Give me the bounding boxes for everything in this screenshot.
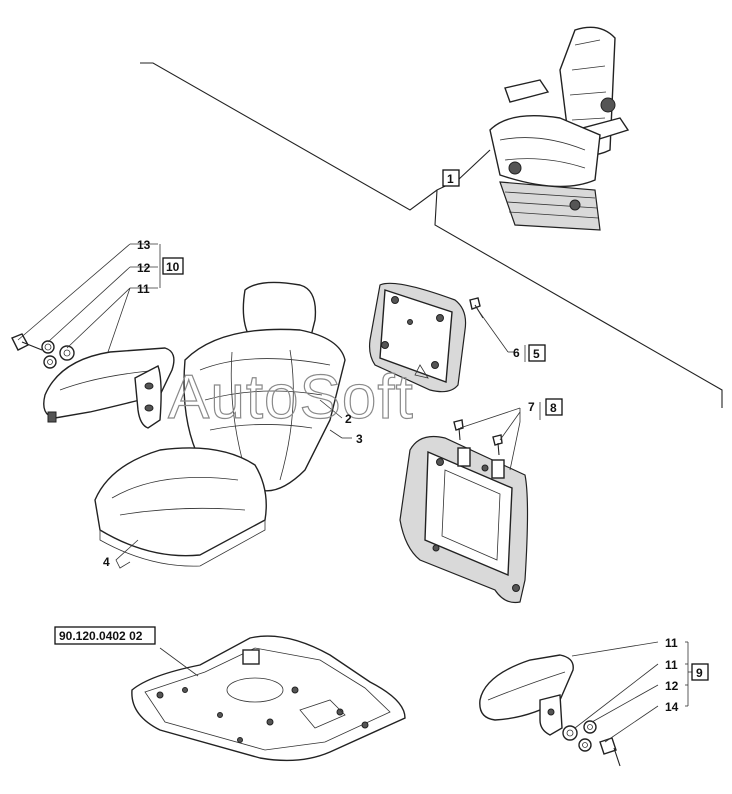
callout-12-left: 12 xyxy=(137,261,151,275)
callout-2: 2 xyxy=(345,412,352,426)
callout-3: 3 xyxy=(356,432,363,446)
callout-11-right-a: 11 xyxy=(665,636,678,650)
right-armrest-fasteners xyxy=(562,720,621,767)
callout-8: 8 xyxy=(545,398,563,416)
left-armrest-fasteners xyxy=(11,333,75,369)
left-armrest-leaders xyxy=(17,243,161,353)
callout-10: 10 xyxy=(162,257,184,275)
svg-text:90.120.0402 02: 90.120.0402 02 xyxy=(59,629,143,643)
seat-frame xyxy=(399,419,529,604)
callout-13: 13 xyxy=(137,238,151,252)
main-leader-lines xyxy=(140,62,723,408)
svg-text:9: 9 xyxy=(696,666,703,680)
svg-text:8: 8 xyxy=(550,401,557,415)
callout-7: 7 xyxy=(528,400,535,414)
callout-1: 1 xyxy=(442,169,460,187)
right-armrest xyxy=(479,654,574,736)
seat-base-plate xyxy=(131,635,406,762)
callout-12-right: 12 xyxy=(665,679,679,693)
callout-5: 5 xyxy=(528,344,546,362)
callout-6: 6 xyxy=(513,346,520,360)
callout-leaders xyxy=(115,309,541,677)
callout-14: 14 xyxy=(665,700,679,714)
callout-11-left: 11 xyxy=(137,282,150,296)
callout-9: 9 xyxy=(691,663,709,681)
watermark-text: AutoSoft xyxy=(168,363,414,432)
right-armrest-leaders xyxy=(571,641,692,743)
svg-text:5: 5 xyxy=(533,347,540,361)
complete-seat-assembly xyxy=(489,26,630,231)
seat-bottom-cushion xyxy=(94,447,267,567)
backrest-panel xyxy=(368,282,484,393)
svg-text:1: 1 xyxy=(447,172,454,186)
svg-text:10: 10 xyxy=(166,260,180,274)
callout-11-right-b: 11 xyxy=(665,658,678,672)
seat-back-cushion xyxy=(183,281,346,492)
reference-label: 90.120.0402 02 xyxy=(54,626,156,645)
callout-4: 4 xyxy=(103,555,110,569)
left-armrest xyxy=(43,347,175,429)
